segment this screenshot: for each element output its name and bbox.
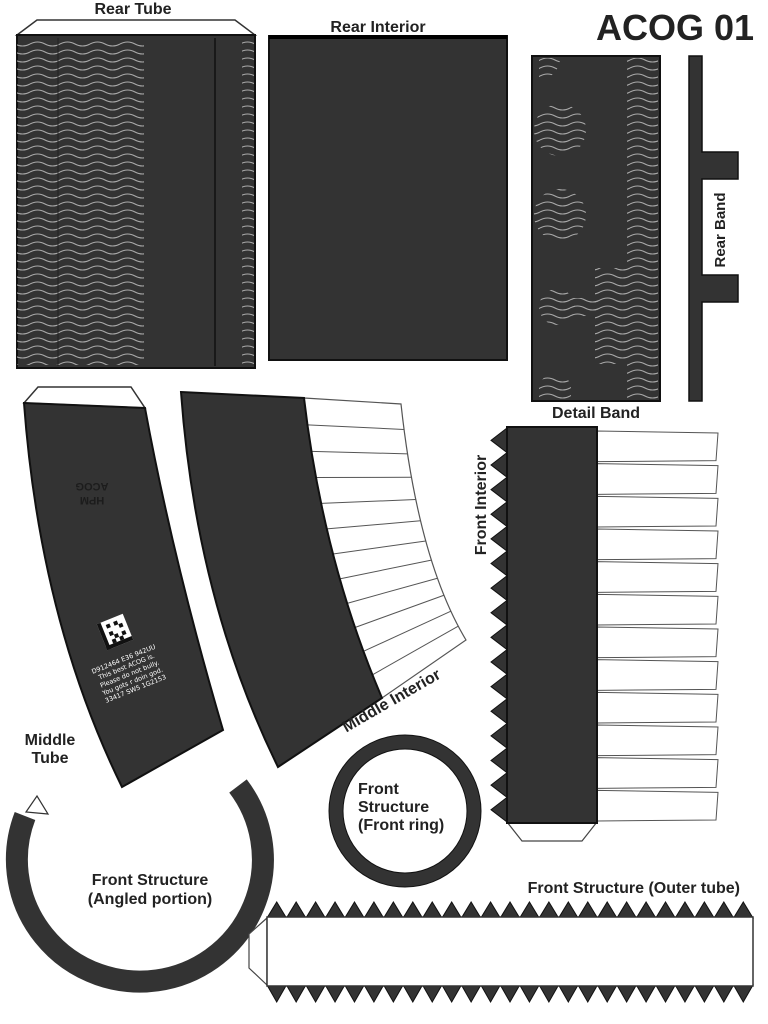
- front-interior-flap: [596, 430, 719, 463]
- datamatrix-cell: [113, 620, 119, 626]
- middle-interior-body: [179, 390, 384, 769]
- front-ring-band: [329, 735, 481, 887]
- outer-tube-teeth-top: [266, 901, 754, 919]
- rear-interior-label: Rear Interior: [330, 19, 425, 36]
- angled-portion-glue-tab: [24, 794, 50, 815]
- angled-portion-part: Front Structure (Angled portion): [5, 779, 274, 993]
- outer-tube-label: Front Structure (Outer tube): [528, 880, 740, 897]
- rear-tube-texture-right: [242, 40, 254, 365]
- middle-tube-label-line1: Middle: [25, 732, 76, 749]
- page-title: ACOG 01: [596, 7, 754, 48]
- detail-band-bump-2: [534, 104, 586, 156]
- middle-tube-part: HPM ACOG D912464 E36 942UU This best ACO…: [22, 386, 225, 789]
- middle-tube-logo-line2: ACOG: [76, 480, 109, 492]
- outer-tube-part: Front Structure (Outer tube): [248, 880, 754, 1004]
- middle-interior-flap-divider: [372, 625, 459, 676]
- detail-band-connector: [572, 298, 598, 316]
- front-interior-flap: [596, 593, 719, 626]
- rear-band-body: [688, 55, 739, 402]
- middle-tube-label-line2: Tube: [31, 750, 68, 767]
- rear-tube-part: Rear Tube: [14, 1, 258, 369]
- detail-band-block: [595, 268, 627, 364]
- middle-interior-flap-lines: [307, 424, 459, 676]
- rear-tube-label: Rear Tube: [94, 1, 171, 18]
- datamatrix-cell: [118, 622, 124, 628]
- detail-band-bump-1: [539, 58, 560, 80]
- middle-interior-part: Middle Interior: [179, 390, 467, 769]
- front-interior-flap: [596, 463, 719, 495]
- detail-band-bump-3: [534, 189, 586, 241]
- detail-band-bump-5: [539, 374, 571, 400]
- middle-interior-flap-divider: [326, 520, 421, 530]
- middle-interior-flap-divider: [307, 424, 405, 430]
- middle-interior-flap-divider: [339, 559, 432, 580]
- front-interior-flap: [596, 789, 719, 822]
- angled-portion-label-line1: Front Structure: [92, 872, 209, 889]
- middle-interior-flap-divider: [363, 610, 452, 652]
- front-interior-flap: [596, 495, 719, 528]
- rear-interior-part: Rear Interior: [268, 19, 508, 361]
- front-interior-teeth: [490, 426, 508, 824]
- rear-interior-body: [268, 35, 508, 361]
- front-interior-flap: [596, 691, 719, 724]
- datamatrix-cell: [108, 630, 114, 637]
- front-ring-label-line2: Structure: [358, 799, 429, 816]
- angled-portion-arc: [5, 779, 274, 993]
- front-interior-flap: [596, 724, 719, 757]
- datamatrix-cell: [121, 630, 127, 636]
- middle-tube-logo-line1: HPM: [80, 494, 104, 506]
- datamatrix-cell: [105, 623, 111, 629]
- front-interior-part: Front Interior: [473, 426, 719, 842]
- datamatrix-cell: [113, 633, 120, 639]
- middle-interior-flap-divider: [354, 594, 445, 628]
- front-ring-outer-edge: [328, 734, 482, 888]
- front-ring-inner-edge: [342, 748, 468, 874]
- front-interior-flap: [596, 528, 719, 561]
- middle-tube-body: [22, 401, 225, 789]
- front-interior-flap: [596, 626, 719, 659]
- detail-band-texture-strip: [627, 58, 658, 399]
- front-ring-part: Front Structure (Front ring): [328, 734, 482, 888]
- middle-interior-flap-divider: [332, 540, 426, 555]
- front-interior-glue-flaps: [596, 430, 719, 822]
- datamatrix-finder-left: [96, 622, 111, 651]
- outer-tube-body: [266, 916, 754, 987]
- middle-interior-flap-divider: [346, 577, 438, 604]
- front-ring-label-line1: Front: [358, 781, 400, 798]
- datamatrix-finder-bottom: [105, 636, 134, 651]
- front-interior-label: Front Interior: [473, 455, 490, 555]
- middle-tube-logo: HPM ACOG: [76, 480, 109, 506]
- outer-tube-teeth-bottom: [266, 983, 754, 1004]
- front-interior-body: [506, 426, 598, 824]
- datamatrix-cell: [111, 638, 117, 644]
- front-interior-bottom-tab: [505, 821, 599, 842]
- middle-interior-flap-divider: [321, 499, 416, 504]
- detail-band-bump-4: [539, 289, 575, 325]
- front-interior-flap: [596, 757, 719, 789]
- front-interior-flap: [596, 561, 719, 593]
- rear-band-label: Rear Band: [712, 192, 729, 267]
- rear-tube-texture-left: [17, 40, 144, 365]
- datamatrix-cell: [119, 635, 125, 641]
- middle-interior-flap-divider: [311, 450, 408, 455]
- detail-band-label: Detail Band: [552, 405, 640, 422]
- angled-portion-label-line2: (Angled portion): [88, 891, 212, 908]
- detail-band-part: Detail Band: [531, 55, 661, 422]
- rear-tube-glue-tab: [14, 19, 258, 36]
- front-interior-flap: [596, 659, 719, 691]
- middle-tube-datamatrix: [96, 613, 134, 651]
- rear-band-part: Rear Band: [688, 55, 739, 402]
- front-ring-label-line3: (Front ring): [358, 817, 444, 834]
